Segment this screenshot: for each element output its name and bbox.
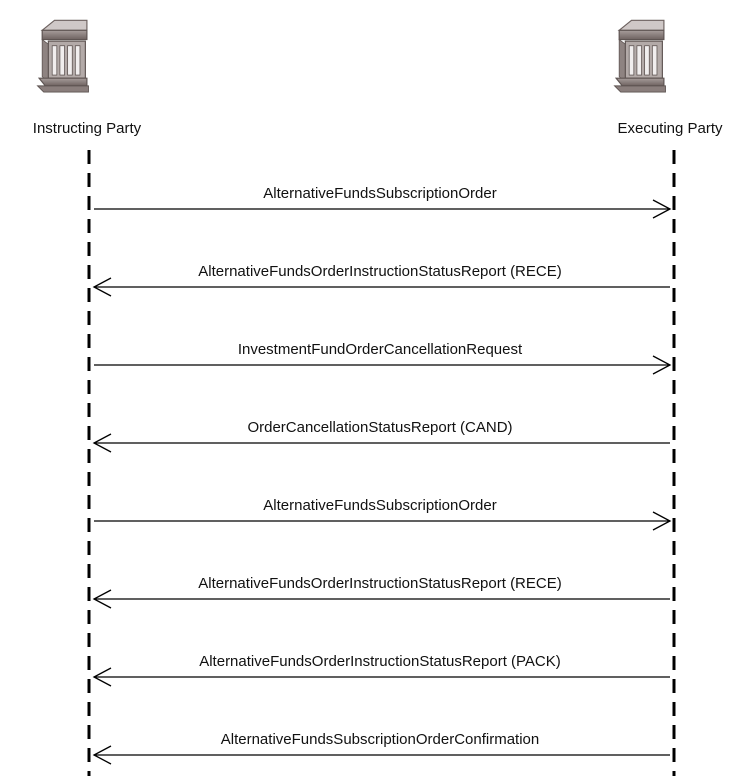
arrow-left-icon [92,745,112,765]
message-list: AlternativeFundsSubscriptionOrderAlterna… [92,185,672,765]
message-label: AlternativeFundsOrderInstructionStatusRe… [199,653,561,670]
executing-party-label: Executing Party [617,120,723,137]
message-label: OrderCancellationStatusReport (CAND) [247,419,512,436]
arrow-left-icon [92,589,112,609]
arrow-left-icon [92,667,112,687]
arrow-left-icon [92,277,112,297]
message-label: AlternativeFundsOrderInstructionStatusRe… [198,575,561,592]
message-4: OrderCancellationStatusReport (CAND) [92,419,670,453]
executing-party: Executing Party [613,19,723,137]
arrow-left-icon [92,433,112,453]
message-1: AlternativeFundsSubscriptionOrder [94,185,672,219]
arrow-right-icon [652,199,672,219]
message-6: AlternativeFundsOrderInstructionStatusRe… [92,575,670,609]
bank-building-icon [613,19,667,93]
bank-building-icon [36,19,90,93]
message-label: AlternativeFundsOrderInstructionStatusRe… [198,263,561,280]
arrow-right-icon [652,511,672,531]
message-label: InvestmentFundOrderCancellationRequest [238,341,523,358]
message-label: AlternativeFundsSubscriptionOrder [263,185,496,202]
message-3: InvestmentFundOrderCancellationRequest [94,341,672,375]
message-7: AlternativeFundsOrderInstructionStatusRe… [92,653,670,687]
message-2: AlternativeFundsOrderInstructionStatusRe… [92,263,670,297]
message-8: AlternativeFundsSubscriptionOrderConfirm… [92,731,670,765]
arrow-right-icon [652,355,672,375]
instructing-party-label: Instructing Party [33,120,142,137]
instructing-party: Instructing Party [33,19,142,137]
message-label: AlternativeFundsSubscriptionOrder [263,497,496,514]
message-5: AlternativeFundsSubscriptionOrder [94,497,672,531]
message-label: AlternativeFundsSubscriptionOrderConfirm… [221,731,539,748]
